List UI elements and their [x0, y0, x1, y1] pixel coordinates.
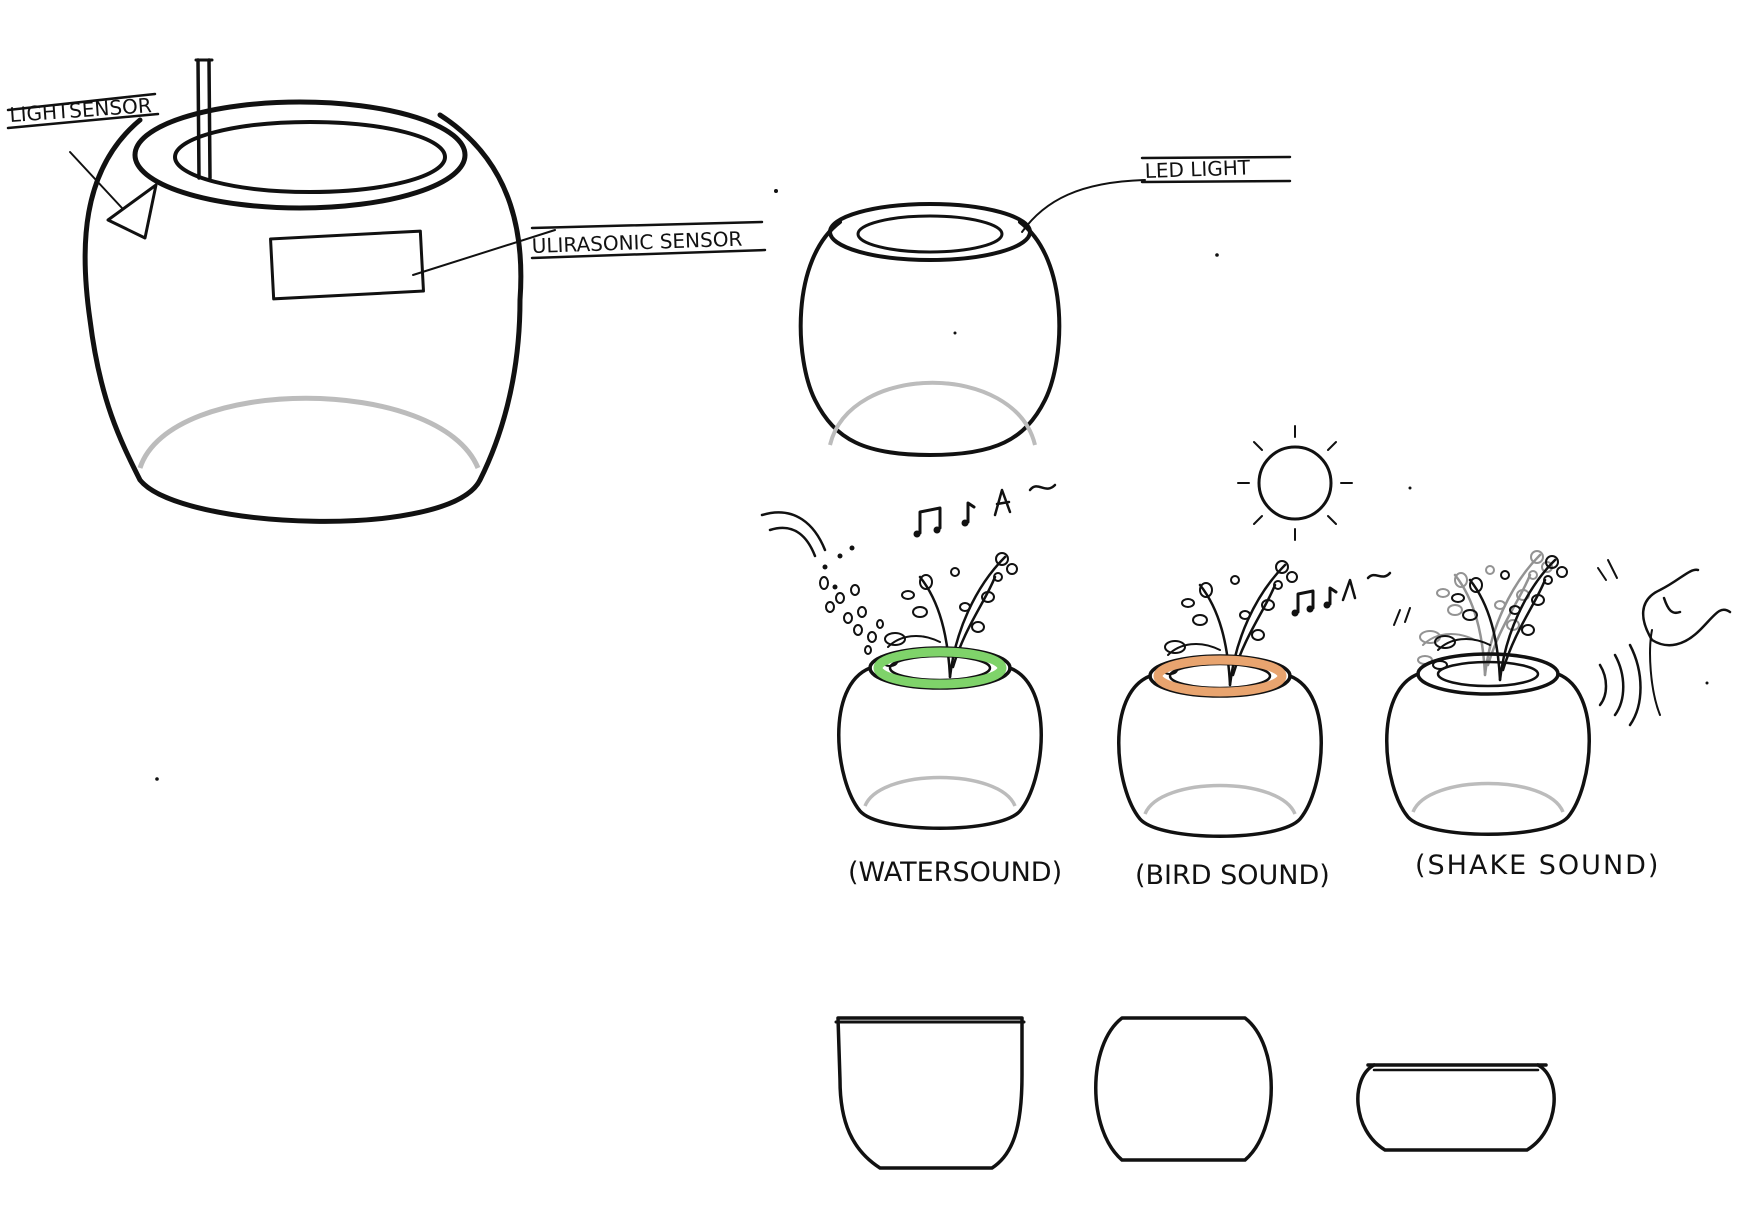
shape-variation-bowl [1356, 1063, 1556, 1152]
shake-motion-marks [1393, 559, 1642, 727]
music-notes-icon [913, 483, 1057, 538]
shape-variation-barrel [1094, 1016, 1273, 1162]
ultrasonic-sensor-label: ULIRASONIC SENSOR [531, 227, 743, 258]
water-led-ring [873, 647, 1007, 689]
hand-icon [1641, 568, 1732, 716]
ultrasonic-sensor-leader [412, 229, 556, 276]
large-planter: LIGHTSENSOR ULIRASONIC SENSOR [6, 58, 767, 524]
water-scenario [760, 483, 1057, 830]
light-sensor-patch [106, 183, 158, 240]
light-sensor-label: LIGHTSENSOR [9, 93, 153, 127]
bird-led-ring [1153, 655, 1287, 697]
ultrasonic-sensor-panel [269, 229, 425, 301]
bird-scenario [1117, 425, 1392, 838]
watering-can-icon [760, 511, 884, 655]
sun-icon [1237, 425, 1353, 541]
shape-variation-tapered [834, 1016, 1026, 1170]
led-light-leader [1021, 179, 1146, 233]
shake-sound-caption: (SHAKE SOUND) [1415, 850, 1660, 881]
water-sound-caption: (WATERSOUND) [848, 857, 1062, 888]
light-sensor-leader [69, 151, 123, 209]
music-notes-icon [1291, 571, 1392, 617]
shake-scenario [1385, 549, 1732, 836]
led-light-label: LED LIGHT [1144, 155, 1251, 183]
bird-sound-caption: (BIRD SOUND) [1135, 860, 1330, 891]
led-planter: LED LIGHT [798, 155, 1292, 457]
